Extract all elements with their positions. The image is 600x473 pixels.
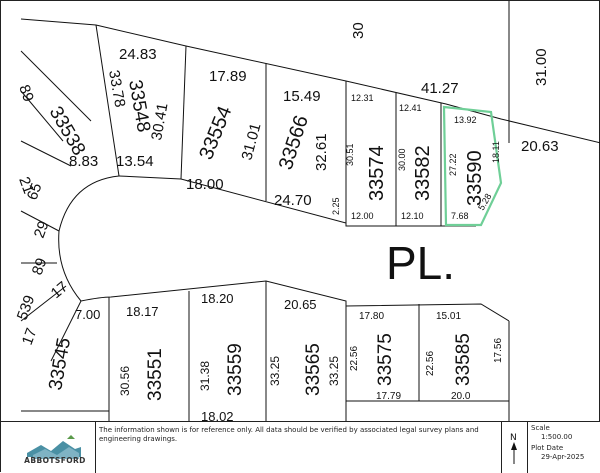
lot-33565: 33565 (303, 343, 324, 396)
partial-label-left-f: 539 (14, 293, 39, 322)
abbotsford-logo-icon (27, 435, 81, 459)
dim-22-56-a: 22.56 (349, 346, 360, 371)
partial-label-left-e: 17 (48, 278, 72, 302)
dim-32-61: 32.61 (313, 133, 330, 171)
partial-label-left-d: 89 (29, 256, 51, 277)
lot-33575: 33575 (375, 333, 396, 386)
lot-33566: 33566 (275, 113, 313, 173)
dim-31-00: 31.00 (533, 48, 550, 86)
lot-33559: 33559 (225, 343, 246, 396)
lot-33554: 33554 (195, 103, 236, 163)
partial-label-left-b: 65 (24, 181, 46, 202)
dimension-labels: 24.83 33.78 30.41 8.83 13.54 17.89 31.01… (69, 46, 559, 421)
partial-label-left-c: 29 (31, 219, 53, 240)
lot-33548: 33548 (124, 78, 154, 134)
north-label: N (510, 433, 517, 443)
dim-12-00: 12.00 (351, 211, 374, 221)
dim-17-79: 17.79 (376, 391, 401, 402)
dim-8-83: 8.83 (69, 153, 98, 170)
partial-label-top-left: 89 (15, 83, 37, 104)
lot-lines (20, 1, 600, 421)
partial-labels: 89 30 21 65 29 89 17 539 17 (14, 22, 367, 347)
dim-30-56: 30.56 (118, 366, 132, 396)
dim-13-54: 13.54 (116, 153, 154, 170)
dim-12-10: 12.10 (401, 211, 424, 221)
lot-33590: 33590 (464, 150, 486, 206)
map-footer: ABBOTSFORD The information shown is for … (1, 421, 600, 473)
dim-31-38: 31.38 (198, 361, 212, 391)
lot-33582: 33582 (412, 145, 434, 201)
dim-2-25: 2.25 (331, 197, 341, 215)
dim-30-51: 30.51 (345, 143, 355, 166)
dim-24-83: 24.83 (119, 46, 157, 63)
dim-18-20: 18.20 (201, 291, 234, 306)
dim-15-01: 15.01 (436, 311, 461, 322)
dim-20-63: 20.63 (521, 138, 559, 155)
lot-33551: 33551 (145, 348, 166, 401)
dim-33-25-a: 33.25 (268, 356, 282, 386)
dim-7-00: 7.00 (75, 307, 100, 322)
dim-27-22: 27.22 (448, 153, 458, 176)
footer-divider-mid (501, 422, 502, 473)
lot-33574: 33574 (366, 145, 388, 201)
footer-divider-left (95, 422, 96, 473)
dim-24-70: 24.70 (274, 192, 312, 209)
dim-12-41: 12.41 (399, 103, 422, 113)
dim-13-92: 13.92 (454, 115, 477, 125)
dim-7-68: 7.68 (451, 211, 469, 221)
dim-41-27: 41.27 (421, 80, 459, 97)
dim-33-78: 33.78 (105, 69, 128, 109)
disclaimer-text: The information shown is for reference o… (99, 426, 479, 443)
logo-text: ABBOTSFORD (24, 456, 86, 465)
dim-17-56: 17.56 (493, 338, 504, 363)
dim-20-65: 20.65 (284, 297, 317, 312)
plot-date-label: Plot Date (531, 444, 564, 452)
dim-30-00: 30.00 (397, 148, 407, 171)
street-label: PL. (386, 237, 455, 289)
dim-17-80: 17.80 (359, 311, 384, 322)
partial-label-left-g: 17 (19, 326, 41, 347)
highlighted-parcel-33590[interactable] (442, 105, 503, 227)
scale-value: 1:500.00 (541, 433, 573, 441)
dim-18-17: 18.17 (126, 304, 159, 319)
dim-17-89: 17.89 (209, 68, 247, 85)
dim-30-41: 30.41 (148, 102, 171, 142)
dim-22-56-b: 22.56 (425, 351, 436, 376)
dim-12-31: 12.31 (351, 93, 374, 103)
lot-33545: 33545 (45, 336, 75, 392)
plot-date-value: 29-Apr-2025 (541, 453, 585, 461)
dim-18-02: 18.02 (201, 409, 234, 421)
dim-15-49: 15.49 (283, 88, 321, 105)
partial-label-top-center: 30 (350, 22, 367, 39)
lot-33538: 33538 (45, 103, 90, 159)
dim-20-0: 20.0 (451, 391, 471, 402)
dim-31-01: 31.01 (238, 121, 264, 162)
dim-18-11: 18.11 (491, 141, 501, 163)
footer-divider-right (527, 422, 528, 473)
scale-label: Scale (531, 424, 550, 432)
lot-33585: 33585 (453, 333, 474, 386)
partial-label-left-a: 21 (15, 175, 37, 196)
north-arrow-icon: N (510, 433, 517, 464)
parcel-map[interactable]: 33538 33548 33554 33566 33574 33582 3359… (1, 1, 600, 421)
dim-33-25-b: 33.25 (327, 356, 341, 386)
dim-18-00: 18.00 (186, 176, 224, 193)
